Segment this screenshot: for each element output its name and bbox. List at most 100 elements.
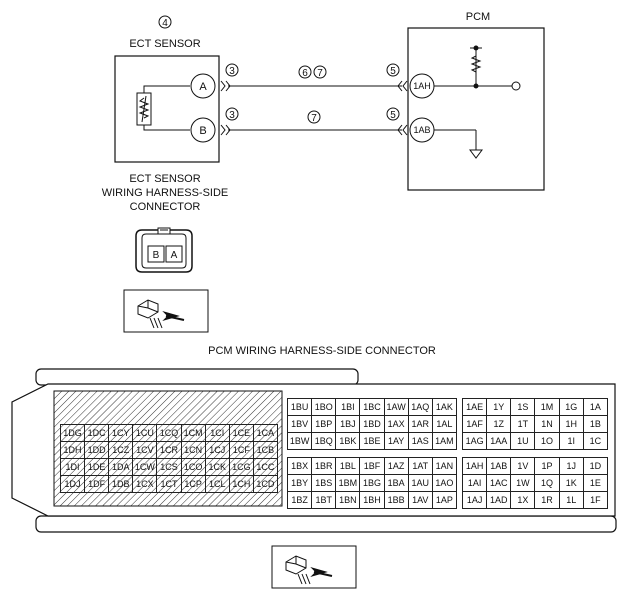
pcm-connector-title: PCM WIRING HARNESS-SIDE CONNECTOR: [208, 345, 436, 357]
pin-cell: 1DH: [59, 441, 86, 459]
pin-cell: 1AZ: [383, 457, 409, 475]
wire-top-mid-callout-2-circle: [313, 65, 327, 79]
pcm-view-direction-icon: [285, 555, 333, 585]
pin-cell: 1V: [510, 457, 536, 475]
pin-cell: 1CV: [132, 441, 158, 459]
pin-cell: 1AG: [461, 432, 488, 450]
pin-cell: 1DJ: [59, 475, 86, 493]
pin-cell: 1BF: [359, 457, 385, 475]
pin-cell: 1CX: [132, 475, 158, 493]
pin-cell: 1BS: [311, 474, 337, 492]
ect-connector-caption-2: WIRING HARNESS-SIDE: [102, 187, 229, 199]
pin-cell: 1AL: [431, 415, 458, 433]
ect-callout: 4: [162, 18, 168, 29]
pin-cell: 1I: [558, 432, 584, 450]
ect-title: ECT SENSOR: [129, 38, 200, 50]
pin-cell: 1CT: [156, 475, 182, 493]
ect-internal-wire-b: [143, 125, 190, 131]
pin-cell: 1R: [534, 491, 560, 509]
wire-top-left-callout: 3: [229, 66, 235, 77]
pin-cell: 1CP: [180, 475, 206, 493]
pin-cell: 1CY: [108, 424, 134, 442]
pin-cell: 1AM: [431, 432, 458, 450]
pin-cell: 1DD: [84, 441, 110, 459]
pin-cell: 1CA: [252, 424, 279, 442]
pin-cell: 1DC: [84, 424, 110, 442]
pin-cell: 1H: [558, 415, 584, 433]
pin-cell: 1CD: [252, 475, 279, 493]
pin-cell: 1BP: [311, 415, 337, 433]
pin-cell: 1U: [510, 432, 536, 450]
pin-cell: 1AU: [407, 474, 433, 492]
pin-cell: 1BA: [383, 474, 409, 492]
ect-view-frame: [123, 289, 209, 333]
pin-cell: 1BH: [359, 491, 385, 509]
pin-cell: 1CQ: [156, 424, 182, 442]
pin-cell: 1AB: [486, 457, 512, 475]
pin-cell: 1CG: [228, 458, 254, 476]
ect-pin-b: B: [199, 125, 206, 137]
pin-cell: 1AD: [486, 491, 512, 509]
pin-cell: 1BL: [335, 457, 361, 475]
pin-cell: 1CC: [252, 458, 279, 476]
pin-cell: 1B: [582, 415, 609, 433]
pin-cell: 1AP: [431, 491, 458, 509]
wire-bottom-left-callout-circle: [225, 107, 239, 121]
ect-face-pin-a: A: [171, 250, 178, 261]
pin-cell: 1CS: [156, 458, 182, 476]
pin-cell: 1BC: [359, 398, 385, 416]
pin-cell: 1AT: [407, 457, 433, 475]
ect-view-direction-icon: [137, 299, 185, 329]
ect-pin-a-circle: [190, 73, 216, 99]
pin-cell: 1BI: [335, 398, 361, 416]
ect-sensor-box: [114, 55, 220, 163]
wire-top-mid-callout-1: 6: [302, 68, 308, 79]
pcm-box: [407, 27, 545, 191]
pin-cell: 1AF: [461, 415, 488, 433]
pin-cell: 1P: [534, 457, 560, 475]
pin-cell: 1Q: [534, 474, 560, 492]
pin-cell: 1DG: [59, 424, 86, 442]
pin-cell: 1AR: [407, 415, 433, 433]
pin-cell: 1BD: [359, 415, 385, 433]
pin-cell: 1M: [534, 398, 560, 416]
pin-cell: 1BN: [335, 491, 361, 509]
pin-cell: 1AN: [431, 457, 458, 475]
ect-pin-a: A: [199, 81, 207, 93]
pin-cell: 1AK: [431, 398, 458, 416]
wire-bottom-mid-callout-circle: [307, 110, 321, 124]
pin-cell: 1S: [510, 398, 536, 416]
pin-cell: 1T: [510, 415, 536, 433]
pin-cell: 1BG: [359, 474, 385, 492]
pin-cell: 1BB: [383, 491, 409, 509]
pin-cell: 1AW: [383, 398, 409, 416]
wire-bottom-left-callout: 3: [229, 110, 235, 121]
ect-connector-caption-3: CONNECTOR: [130, 201, 201, 213]
pin-cell: 1BW: [286, 432, 313, 450]
pin-cell: 1CB: [252, 441, 279, 459]
pin-cell: 1CR: [156, 441, 182, 459]
wire-bottom-right-callout-circle: [386, 107, 400, 121]
pin-cell: 1AC: [486, 474, 512, 492]
wire-top-right-callout-circle: [386, 63, 400, 77]
pin-cell: 1L: [558, 491, 584, 509]
pin-cell: 1AS: [407, 432, 433, 450]
pin-cell: 1AX: [383, 415, 409, 433]
wire-top-right-callout: 5: [390, 66, 396, 77]
